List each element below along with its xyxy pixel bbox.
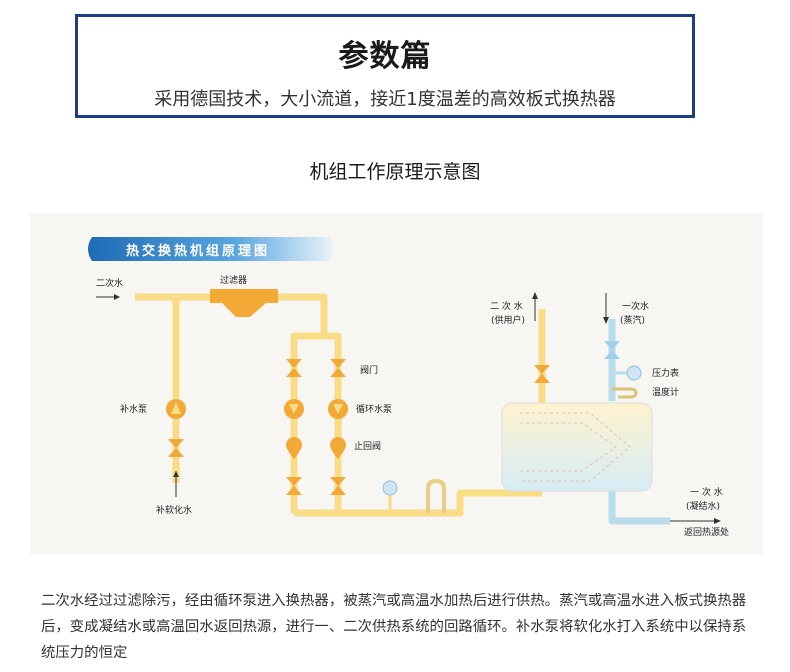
makeup-pump-icon (166, 399, 186, 419)
primary-pipes (608, 319, 670, 525)
page-subtitle: 采用德国技术，大小流道，接近1度温差的高效板式换热器 (154, 89, 616, 110)
label-valve: 阀门 (360, 364, 378, 376)
label-makeup-pump: 补水泵 (120, 403, 147, 415)
description-text: 二次水经过过滤除污，经由循环泵进入换热器，被蒸汽或高温水加热后进行供热。蒸汽或高… (41, 593, 747, 661)
check-valve-icon (330, 437, 346, 459)
label-secondary-out-1: 二 次 水 (490, 300, 523, 312)
label-primary-in-2: (蒸汽) (620, 314, 645, 326)
circulation-pump-icon (284, 399, 304, 419)
soft-water-arrow (173, 471, 179, 497)
header-box: 参数篇 采用德国技术，大小流道，接近1度温差的高效板式换热器 (75, 14, 695, 118)
valve-icon (330, 359, 346, 377)
return-thermometer-icon (426, 478, 446, 513)
label-primary-out-2: (凝结水) (686, 500, 720, 512)
valve-icon (534, 365, 550, 383)
primary-in-arrow (603, 293, 609, 324)
label-pressure-gauge: 压力表 (652, 367, 679, 379)
filter-icon (210, 289, 278, 317)
thermometer-icon (612, 387, 638, 399)
valve-icon (330, 477, 346, 495)
circulation-pump-icon (328, 399, 348, 419)
label-secondary-in: 二次水 (96, 277, 123, 289)
plate-heat-exchanger (501, 402, 653, 492)
primary-out-arrow (670, 518, 721, 524)
primary-valve-icon (604, 341, 620, 359)
page-title: 参数篇 (338, 39, 432, 74)
pressure-gauge-icon (612, 365, 642, 381)
banner-text: 热交换热机组原理图 (126, 243, 270, 259)
secondary-in-arrow (96, 294, 120, 300)
check-valve-icon (286, 437, 302, 459)
diagram-title: 机组工作原理示意图 (309, 161, 481, 183)
label-primary-out-1: 一 次 水 (690, 486, 723, 498)
diagram-banner: 热交换热机组原理图 (88, 237, 333, 261)
valve-icon (286, 477, 302, 495)
valve-icon (286, 359, 302, 377)
principle-diagram: 热交换热机组原理图 二次水 过滤器 (88, 237, 729, 538)
label-thermometer: 温度计 (652, 386, 679, 398)
label-check-valve: 止回阀 (354, 440, 381, 452)
label-primary-in-1: 一次水 (622, 300, 649, 312)
label-filter: 过滤器 (220, 274, 247, 286)
return-gauge-icon (382, 480, 398, 513)
label-soft-water: 补软化水 (156, 504, 192, 516)
diagram-photo: 热交换热机组原理图 二次水 过滤器 (30, 213, 763, 554)
label-secondary-out-2: (供用户) (491, 314, 525, 326)
secondary-out-arrow (532, 292, 538, 321)
label-return-heat: 返回热源处 (684, 526, 729, 538)
makeup-valve-icon (168, 439, 184, 457)
label-circ-pump: 循环水泵 (356, 403, 392, 415)
